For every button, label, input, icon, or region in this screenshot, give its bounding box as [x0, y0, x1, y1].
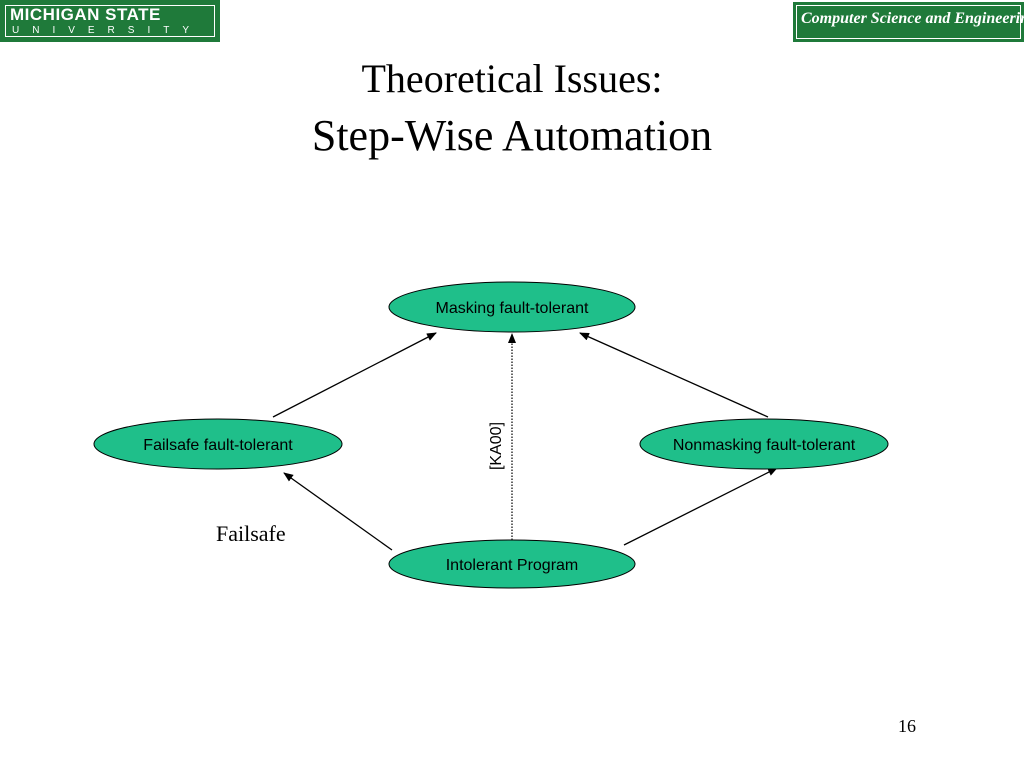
page-number: 16 — [898, 716, 916, 736]
node-nonmasking-label: Nonmasking fault-tolerant — [673, 437, 856, 454]
node-failsafe: Failsafe fault-tolerant — [93, 418, 343, 470]
edge-label-failsafe: Failsafe — [216, 521, 286, 546]
slide-title-line1: Theoretical Issues: — [361, 56, 663, 101]
node-intolerant: Intolerant Program — [388, 539, 636, 589]
cse-logo-border — [796, 5, 1021, 39]
msu-logo-border — [5, 5, 215, 37]
edge-intolerant-to-failsafe — [283, 472, 393, 551]
cse-logo: Computer Science and Engineering — [793, 2, 1024, 42]
node-failsafe-label: Failsafe fault-tolerant — [143, 437, 293, 454]
node-nonmasking: Nonmasking fault-tolerant — [639, 418, 889, 470]
cse-logo-text: Computer Science and Engineering — [801, 10, 1024, 27]
node-intolerant-label: Intolerant Program — [446, 557, 579, 574]
edge-intolerant-to-nonmasking — [623, 467, 778, 546]
msu-logo: MICHIGAN STATE UNIVERSITY — [0, 0, 220, 42]
edge-label-ka00: [KA00] — [488, 422, 505, 470]
slide-title-line2: Step-Wise Automation — [311, 111, 713, 160]
edge-nonmasking-to-masking — [579, 332, 769, 418]
node-masking-label: Masking fault-tolerant — [436, 300, 590, 317]
msu-logo-line1: MICHIGAN STATE — [10, 5, 161, 24]
msu-logo-line2: UNIVERSITY — [12, 25, 203, 36]
edge-failsafe-to-masking — [272, 332, 437, 418]
node-masking: Masking fault-tolerant — [388, 281, 636, 333]
